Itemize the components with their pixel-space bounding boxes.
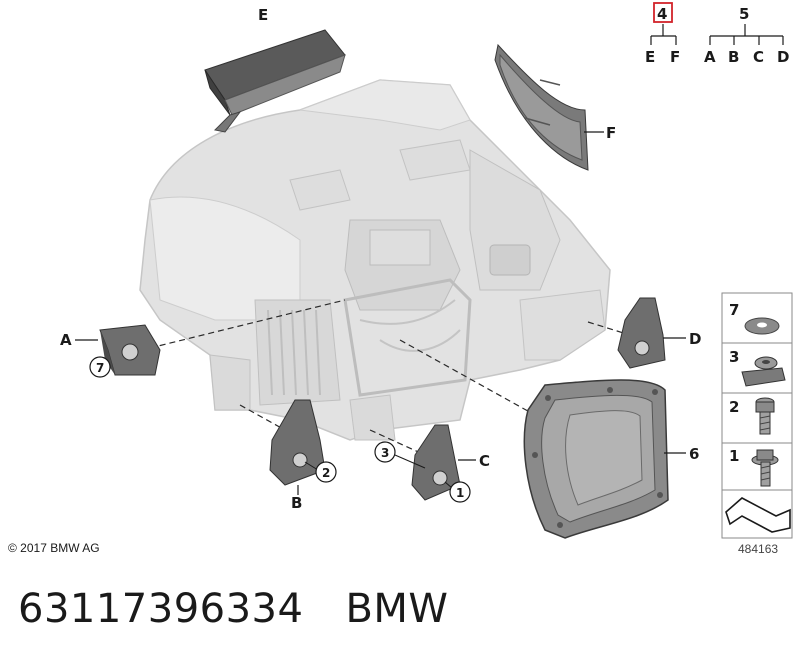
callout-7: 7 [96, 361, 104, 375]
legend-2: 2 [729, 398, 739, 416]
tree-5-c: C [753, 48, 764, 66]
part-caption: 63117396334 BMW [18, 586, 448, 632]
part-f [494, 43, 589, 171]
label-b: B [291, 494, 302, 512]
tree-4: 4 [657, 5, 667, 23]
bracket-c [411, 424, 461, 501]
wedge-symbol-icon [725, 497, 791, 533]
bracket-d [617, 297, 666, 369]
callout-1: 1 [456, 486, 464, 500]
clip-nut-icon [741, 356, 786, 387]
headlight-assembly [139, 79, 611, 441]
part-number: 63117396334 [18, 586, 304, 632]
legend-3: 3 [729, 348, 739, 366]
callout-6: 6 [689, 445, 699, 463]
part-e [204, 29, 346, 133]
legend-7: 7 [729, 301, 739, 319]
parts-diagram: E F 4 E F 5 A B C D A 7 B [60, 2, 793, 539]
label-d: D [689, 330, 701, 348]
bracket-b [269, 399, 326, 486]
leader-lines [149, 299, 631, 456]
tree-5-d: D [777, 48, 789, 66]
bolt-icon [755, 397, 775, 435]
diagram-reference-number: 484163 [738, 542, 779, 556]
tree-5-a: A [704, 48, 716, 66]
tree-4-f: F [670, 48, 680, 66]
label-c: C [479, 452, 490, 470]
highlight-box [653, 2, 673, 23]
washer-icon [744, 317, 780, 335]
brand: BMW [345, 586, 449, 632]
label-f: F [606, 124, 616, 142]
cover-6 [523, 379, 669, 539]
label-a: A [60, 331, 72, 349]
variant-tree [650, 24, 784, 45]
label-e: E [258, 6, 268, 24]
callout-2: 2 [322, 466, 330, 480]
tree-4-e: E [645, 48, 655, 66]
bracket-a [99, 324, 161, 376]
tree-5: 5 [739, 5, 749, 23]
tree-5-b: B [728, 48, 739, 66]
callout-3: 3 [381, 446, 389, 460]
legend-1: 1 [729, 447, 739, 465]
flange-bolt-icon [751, 449, 779, 487]
copyright: © 2017 BMW AG [8, 541, 100, 555]
